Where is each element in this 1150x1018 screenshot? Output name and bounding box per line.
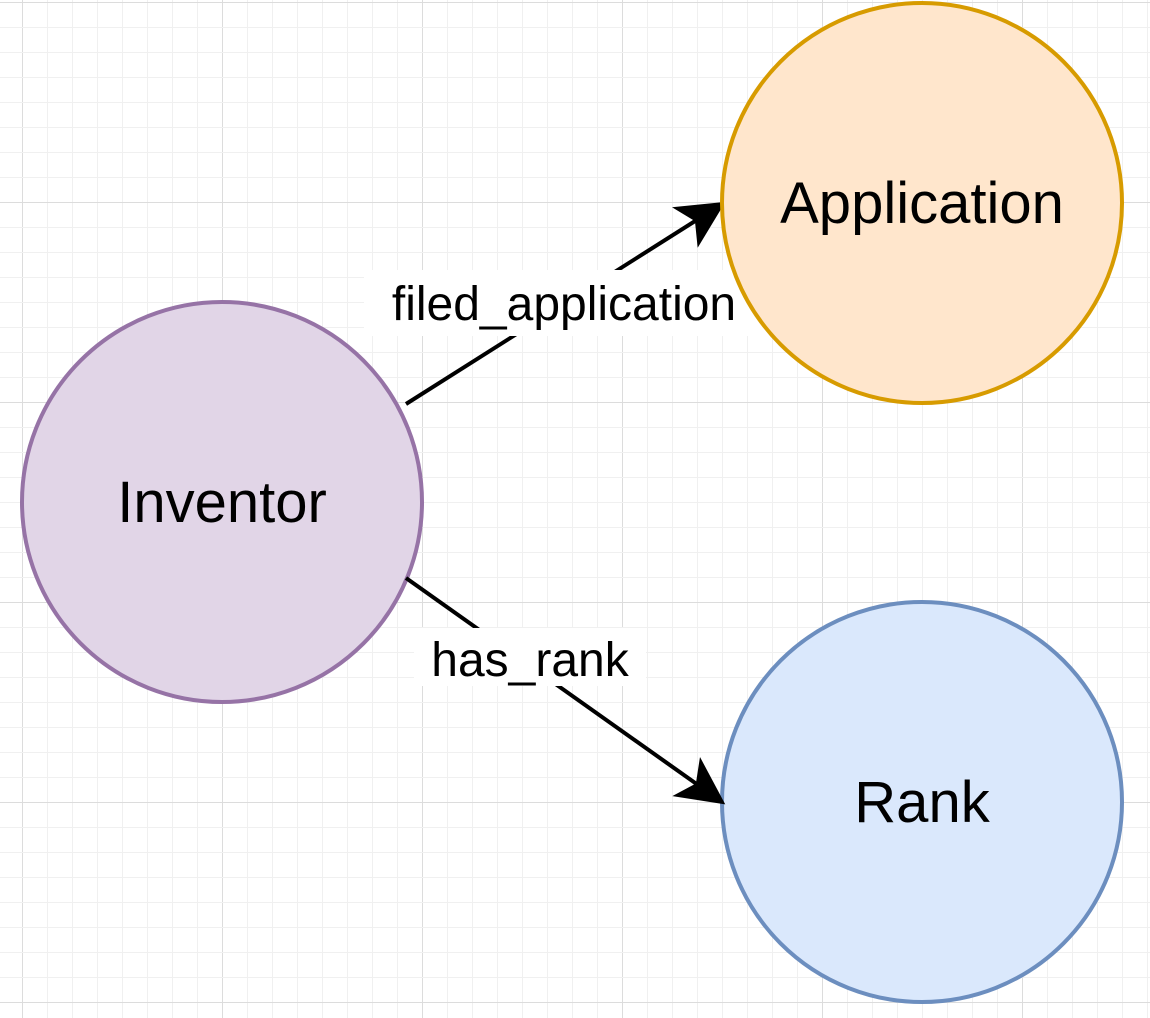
node-application[interactable]: Application bbox=[720, 1, 1124, 405]
node-application-shape[interactable] bbox=[720, 1, 1124, 405]
node-inventor-shape[interactable] bbox=[20, 300, 424, 704]
edge-filed-application[interactable]: filed_application bbox=[364, 201, 764, 406]
edge-label-bg-filed-application bbox=[364, 270, 764, 336]
edge-label-filed-application: filed_application bbox=[392, 278, 736, 331]
node-inventor-label: Inventor bbox=[117, 470, 327, 535]
node-rank-label: Rank bbox=[854, 770, 990, 835]
edge-label-bg-has-rank bbox=[414, 628, 646, 686]
node-application-label: Application bbox=[780, 171, 1064, 236]
node-rank[interactable]: Rank bbox=[720, 600, 1124, 1004]
node-inventor[interactable]: Inventor bbox=[20, 300, 424, 704]
edge-has-rank[interactable]: has_rank bbox=[404, 576, 726, 805]
edge-line-has-rank[interactable] bbox=[404, 576, 726, 805]
edge-label-has-rank: has_rank bbox=[431, 634, 629, 687]
